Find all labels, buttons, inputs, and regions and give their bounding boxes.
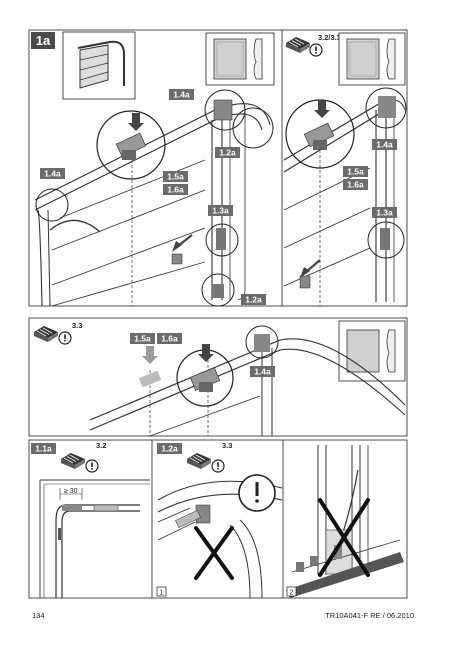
detail-circle [96,110,166,180]
figure-number-1: 1 [160,590,164,597]
cross-icon [318,498,370,577]
ref-3-2-bottom: 3.2 [96,441,106,450]
label-1-4a-top: 1.4a [173,90,190,100]
warning-icon [309,43,323,57]
label-1-5a: 1.5a [167,172,184,182]
label-1-1a: 1.1a [35,444,52,454]
label-1-2a-bottom: 1.2a [161,444,178,454]
label-1-4a-right: 1.4a [376,140,393,150]
label-1-6a-mid: 1.6a [161,334,178,344]
label-1-5a-right: 1.5a [347,167,364,177]
ghost-down-arrow-icon [142,346,158,364]
label-1-6a-right: 1.6a [347,180,364,190]
warning-icon [85,459,99,473]
label-1-4a-left: 1.4a [44,169,61,179]
label-1-5a-mid: 1.5a [134,334,151,344]
document-reference: TR10A041-F RE / 06.2010 [325,611,414,620]
cross-icon [194,526,234,580]
label-1-4a-mid: 1.4a [254,367,271,377]
warning-icon [58,331,72,345]
figure-number-2: 2 [290,590,294,597]
ref-3-3-bottom: 3.3 [222,441,232,450]
label-1-2a-lower: 1.2a [245,295,262,305]
dimension-label: ≥ 30 [64,488,78,495]
door-drawing-mid [89,338,406,437]
page-number: 134 [32,611,45,620]
label-1-6a: 1.6a [167,185,184,195]
ref-3-2-3-3: 3.2/3.3 [318,33,341,42]
label-1-3a-right: 1.3a [376,208,393,218]
section-badge: 1a [36,33,51,48]
ref-3-3-mid: 3.3 [72,321,82,330]
warning-icon [211,459,225,473]
label-1-2a-upper: 1.2a [219,148,236,158]
label-1-3a: 1.3a [212,206,229,216]
section-badge-bg [31,32,55,49]
